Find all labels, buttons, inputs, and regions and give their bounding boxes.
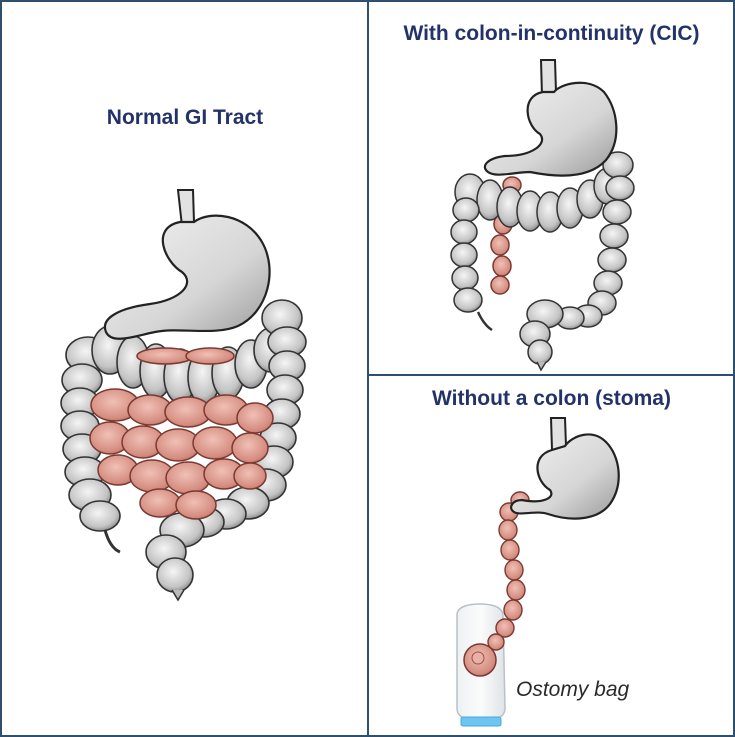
stoma-illustration	[456, 417, 620, 727]
ostomy-bag-label: Ostomy bag	[516, 678, 630, 701]
cic-colon	[450, 151, 635, 365]
stoma-title: Without a colon (stoma)	[432, 387, 671, 410]
large-intestine	[60, 299, 307, 593]
stoma-stomach	[510, 433, 620, 520]
normal-gi-tract-title: Normal GI Tract	[106, 106, 264, 129]
normal-gi-tract-illustration	[60, 189, 307, 602]
cic-stomach	[483, 81, 618, 177]
esophagus	[176, 189, 196, 228]
small-intestine	[89, 347, 274, 520]
cic-title: With colon-in-continuity (CIC)	[403, 22, 700, 45]
cic-illustration	[450, 59, 635, 372]
stomach	[103, 214, 271, 340]
